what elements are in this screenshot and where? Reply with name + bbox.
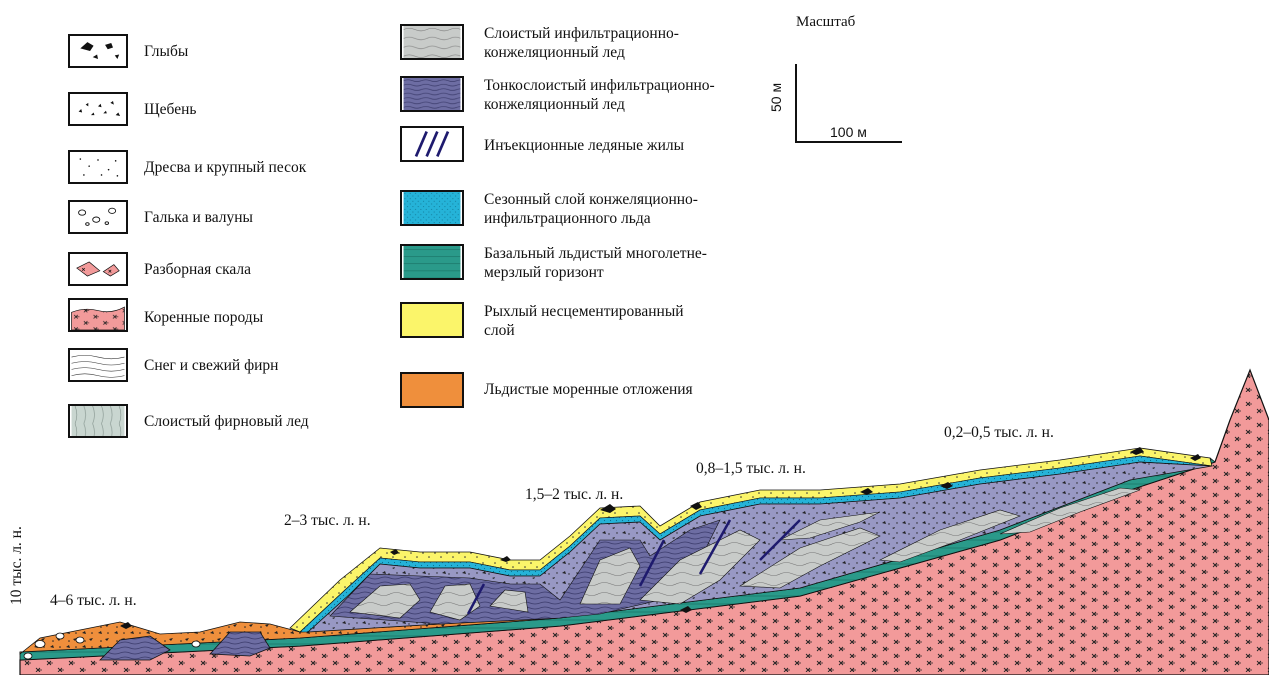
thin-layered-ice-swatch (400, 76, 464, 112)
legend-label: Галька и валуны (144, 208, 253, 227)
scale-title: Масштаб (796, 14, 855, 31)
bedrock-swatch (68, 298, 128, 332)
loose-layer-swatch (400, 302, 464, 338)
blocks-swatch (68, 34, 128, 68)
scale-lines (790, 60, 910, 150)
legend-label: Инъекционные ледяные жилы (484, 136, 684, 155)
pebbles-swatch (68, 200, 128, 234)
ice-veins-swatch (400, 126, 464, 162)
scale-vertical-label: 50 м (768, 83, 784, 112)
rubble-swatch (68, 92, 128, 126)
broken-rock-swatch (68, 252, 128, 286)
legend-label: Дресва и крупный песок (144, 158, 306, 177)
seasonal-layer-swatch (400, 190, 464, 226)
basal-permafrost-swatch (400, 244, 464, 280)
layered-ice-swatch (400, 24, 464, 60)
gruss-swatch (68, 150, 128, 184)
legend-label: Базальный льдистый многолетне-мерзлый го… (484, 244, 707, 282)
legend-label: Коренные породы (144, 308, 263, 327)
legend-label: Разборная скала (144, 260, 251, 279)
legend-label: Глыбы (144, 42, 188, 61)
legend-label: Сезонный слой конжеляционно-инфильтрацио… (484, 190, 698, 228)
legend-label: Рыхлый несцементированныйслой (484, 302, 684, 340)
legend-label: Тонкослоистый инфильтрационно-конжеляцио… (484, 76, 715, 114)
legend-label: Щебень (144, 100, 196, 119)
glacier-cross-section (0, 360, 1269, 675)
legend-label: Слоистый инфильтрационно-конжеляционный … (484, 24, 679, 62)
